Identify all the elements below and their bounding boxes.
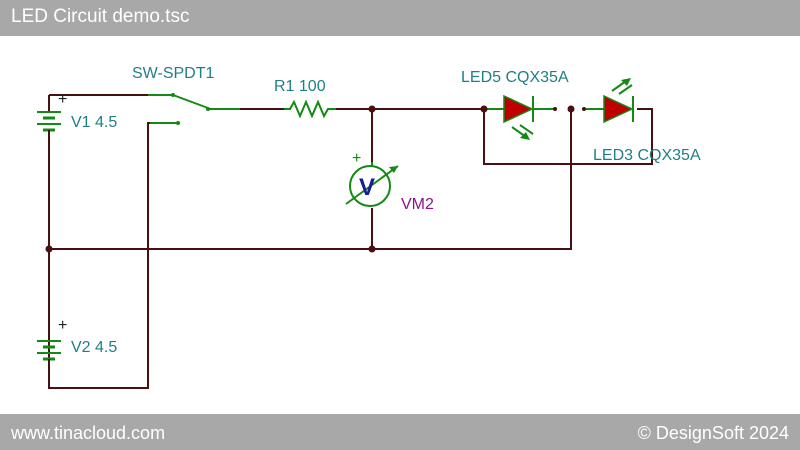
title-bar: LED Circuit demo.tsc: [0, 0, 800, 36]
led5-label: LED5 CQX35A: [461, 69, 569, 86]
battery-v1-label: V1 4.5: [71, 114, 117, 131]
junction-node: [368, 245, 376, 253]
led3-label: LED3 CQX35A: [593, 147, 701, 164]
document-title: LED Circuit demo.tsc: [11, 6, 190, 27]
junction-nodes: [45, 105, 586, 253]
battery-v2[interactable]: + V2 4.5: [37, 317, 117, 370]
voltmeter-plus: +: [352, 150, 361, 167]
led5[interactable]: LED5 CQX35A: [461, 69, 569, 140]
battery-v1-plus: +: [58, 91, 67, 108]
footer-url[interactable]: www.tinacloud.com: [11, 423, 166, 443]
junction-node: [582, 107, 586, 111]
voltmeter-label: VM2: [401, 196, 434, 213]
battery-v1[interactable]: + V1 4.5: [37, 91, 117, 140]
junction-node: [567, 105, 575, 113]
footer-bar: www.tinacloud.com © DesignSoft 2024: [0, 414, 800, 450]
junction-node: [368, 105, 376, 113]
wire: [49, 109, 572, 250]
battery-v2-label: V2 4.5: [71, 339, 117, 356]
junction-node: [480, 105, 488, 113]
led5-emission-arrows-icon: [511, 124, 534, 140]
battery-v2-plus: +: [58, 317, 67, 334]
wire: [483, 108, 653, 165]
voltmeter-symbol: V: [359, 174, 375, 201]
switch-label: SW-SPDT1: [132, 65, 214, 82]
switch-spdt[interactable]: SW-SPDT1: [132, 65, 284, 125]
junction-node: [553, 107, 557, 111]
wires: [48, 94, 653, 389]
resistor-r1[interactable]: R1 100: [274, 78, 336, 119]
junction-node: [45, 245, 53, 253]
footer-copyright: © DesignSoft 2024: [637, 423, 789, 443]
led3[interactable]: LED3 CQX35A: [584, 78, 701, 164]
led3-emission-arrows-icon: [611, 78, 633, 95]
schematic-canvas[interactable]: [0, 36, 800, 414]
voltmeter-vm2[interactable]: V + VM2: [345, 150, 434, 213]
resistor-label: R1 100: [274, 78, 326, 95]
